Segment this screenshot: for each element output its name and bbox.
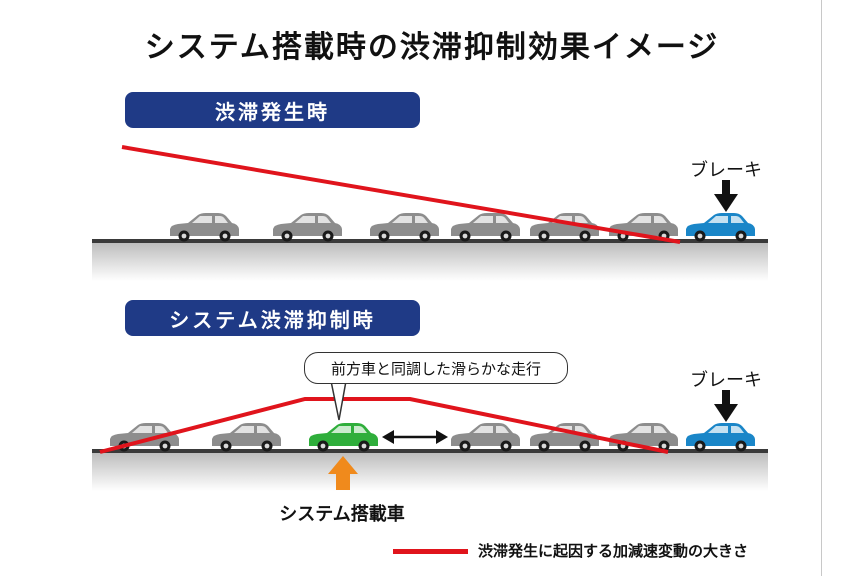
road-bottom bbox=[92, 449, 768, 491]
diagram-title: システム搭載時の渋滞抑制効果イメージ bbox=[144, 30, 720, 65]
legend-text: 渋滞発生に起因する加減速変動の大きさ bbox=[478, 542, 749, 560]
road-top bbox=[92, 239, 768, 281]
lead-car-braking bbox=[686, 213, 755, 242]
brake-label: ブレーキ bbox=[690, 160, 762, 181]
car-row-top bbox=[170, 213, 755, 242]
legend-swatch bbox=[393, 549, 468, 554]
fluctuation-line-jam bbox=[121, 145, 681, 244]
gray-car bbox=[451, 213, 520, 242]
section-label-without-system: 渋滞発生時 bbox=[125, 92, 420, 128]
section-label-with-system: システム渋滞抑制時 bbox=[125, 300, 420, 336]
gray-car bbox=[170, 213, 239, 242]
lead-car-braking bbox=[686, 423, 755, 452]
smooth-driving-callout: 前方車と同調した滑らかな走行 bbox=[304, 352, 568, 384]
page-edge-divider bbox=[821, 0, 822, 576]
brake-label: ブレーキ bbox=[690, 370, 762, 391]
gray-car bbox=[273, 213, 342, 242]
gray-car bbox=[212, 423, 281, 452]
system-equipped-car-label: システム搭載車 bbox=[279, 504, 405, 525]
double-arrow-icon bbox=[382, 430, 448, 444]
system-equipped-car bbox=[309, 423, 378, 452]
down-arrow-icon bbox=[714, 390, 738, 422]
callout-text: 前方車と同調した滑らかな走行 bbox=[330, 359, 541, 378]
down-arrow-icon bbox=[714, 180, 738, 212]
gray-car bbox=[451, 423, 520, 452]
gray-car bbox=[370, 213, 439, 242]
up-arrow-icon bbox=[328, 456, 358, 490]
fluctuation-line-suppressed bbox=[99, 397, 669, 454]
